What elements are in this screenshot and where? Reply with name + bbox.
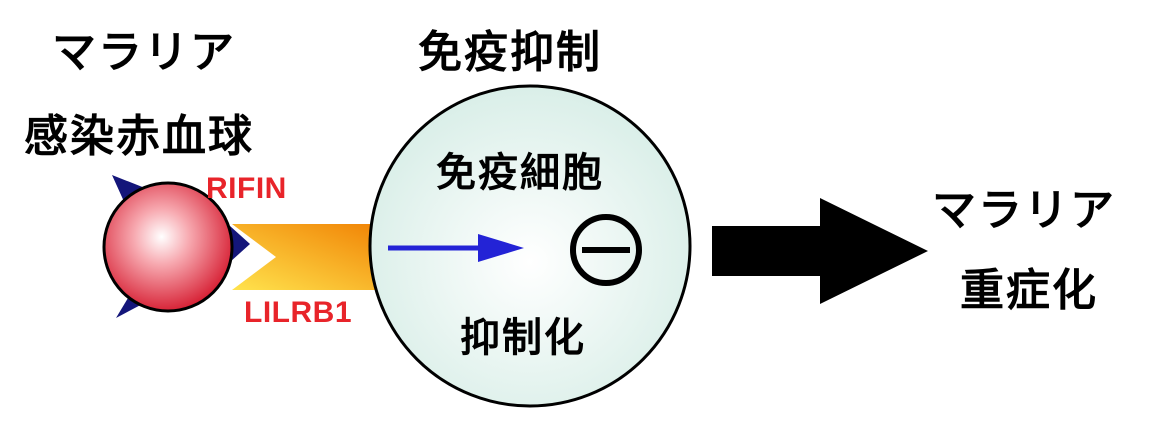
main-outcome-arrow	[712, 198, 928, 304]
signal-arrow-head	[478, 234, 524, 262]
severe-label: 重症化	[960, 265, 1098, 316]
rifin-label: RIFIN	[206, 172, 287, 205]
lilrb1-receptor-shape	[232, 224, 402, 290]
immune-cell-circle	[368, 84, 692, 408]
lilrb1-label: LILRB1	[244, 296, 352, 329]
infected-rbc-circle	[102, 181, 234, 313]
immune-suppression-title: 免疫抑制	[418, 27, 602, 78]
rifin-triangle-right	[230, 226, 250, 262]
infected-rbc-label: 感染赤血球	[24, 111, 254, 162]
malaria-label-top: マラリア	[52, 27, 236, 78]
rifin-triangle-top	[112, 175, 150, 206]
immune-cell-label: 免疫細胞	[436, 150, 604, 196]
minus-in-circle-icon	[570, 214, 642, 286]
malaria-label-right: マラリア	[932, 185, 1116, 236]
suppression-label: 抑制化	[460, 315, 586, 361]
